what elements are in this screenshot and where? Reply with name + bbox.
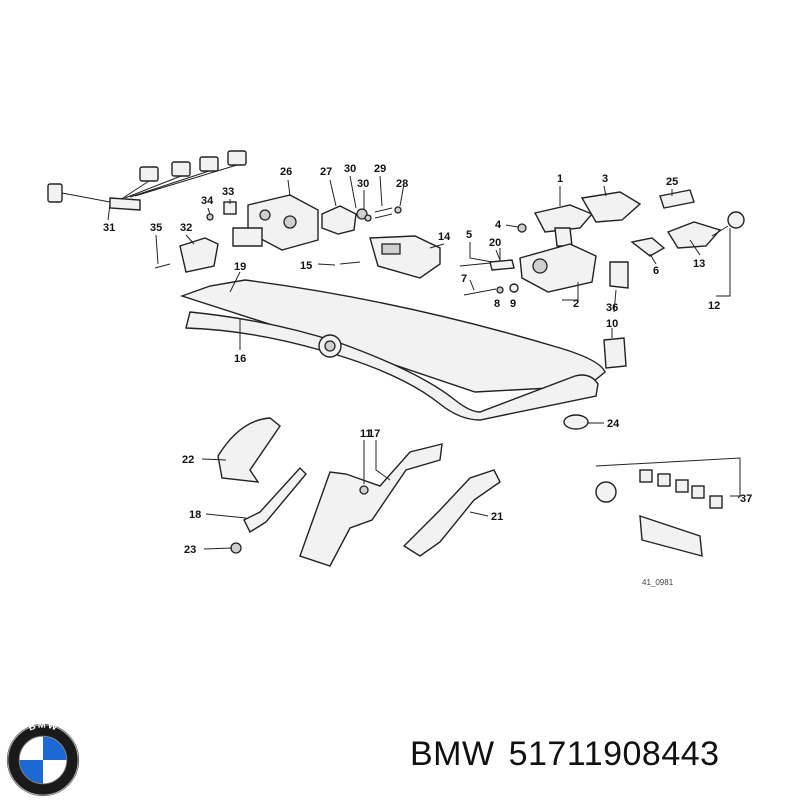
part-18-strut [243,466,307,534]
drawing-code: 41_0981 [642,578,674,587]
callout: 30 [344,163,356,175]
callout: 37 [740,493,752,505]
part-10 [603,337,627,369]
part-36 [609,261,629,289]
part-7 [463,288,497,296]
part-26 [232,194,319,251]
part-22 [217,417,281,483]
callout-labels: 1 2 3 4 5 6 7 8 9 10 11 12 13 14 15 16 1… [103,163,752,587]
callout: 2 [573,298,579,310]
callout: 20 [489,237,501,249]
leader-lines [107,175,741,550]
callout: 17 [368,428,380,440]
trunk-lid [179,279,606,421]
callout: 27 [320,166,332,178]
callout: 8 [494,298,500,310]
part-4 [517,223,527,233]
callout: 13 [693,258,705,270]
callout: 25 [666,176,678,188]
callout: 3 [602,173,608,185]
callout: 19 [234,261,246,273]
callout: 15 [300,260,312,272]
callout: 23 [184,544,196,556]
part-6 [630,237,666,257]
part-35 [154,263,171,269]
svg-text:BMW: BMW [27,722,58,734]
callout: 10 [606,318,618,330]
callout: 31 [103,222,115,234]
logo-text: BMW [27,722,58,734]
callout: 1 [557,173,563,185]
callout: 14 [438,231,451,243]
part-caption: BMW 51711908443 [410,735,734,774]
part-24 [563,414,589,430]
part-8 [496,286,504,294]
part-number: 51711908443 [508,735,720,773]
callout: 12 [708,300,720,312]
callout: 36 [606,302,618,314]
part-37 [595,457,741,557]
part-13 [666,221,722,249]
callout: 33 [222,186,234,198]
part-11 [359,485,369,495]
callout: 6 [653,265,659,277]
parts-27-30 [321,205,402,235]
callout: 18 [189,509,201,521]
harness-assembly [47,150,247,211]
part-2 [519,243,597,293]
callout: 26 [280,166,292,178]
part-21 [402,469,501,557]
part-23 [230,542,242,554]
callout: 35 [150,222,162,234]
part-32 [179,237,219,273]
callout: 4 [495,219,502,231]
part-3 [580,191,642,223]
callout: 28 [396,178,408,190]
bmw-logo: BMW [6,722,80,797]
part-34 [206,213,214,221]
part-14 [369,235,441,279]
callout: 29 [374,163,386,175]
callout: 22 [182,454,194,466]
part-17-hinge [299,443,443,567]
callout: 7 [461,273,467,285]
callout: 5 [466,229,472,241]
part-12-key [727,211,745,229]
callout: 24 [607,418,620,430]
callout: 30 [357,178,369,190]
callout: 21 [491,511,503,523]
part-15 [339,261,361,265]
part-25 [659,189,695,209]
callout: 32 [180,222,192,234]
callout: 16 [234,353,246,365]
brand-name: BMW [410,735,495,773]
part-20 [489,259,515,271]
part-9 [509,283,519,293]
callout: 9 [510,298,516,310]
part-1 [533,204,594,247]
callout: 34 [201,195,214,207]
callout: 11 [360,428,372,440]
